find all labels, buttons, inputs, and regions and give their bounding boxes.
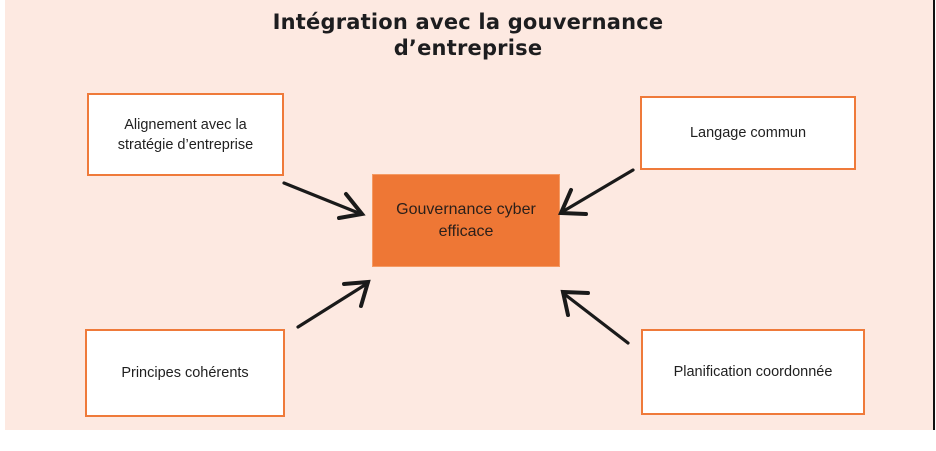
- node-label: Planification coordonnée: [673, 364, 833, 380]
- node-principes-coherents: Principes cohérents: [85, 329, 285, 417]
- node-alignement-strategie: Alignement avec la stratégie d’entrepris…: [87, 93, 284, 176]
- node-planification-coordonnee: Planification coordonnée: [641, 329, 865, 415]
- title-line-2: d’entreprise: [393, 36, 543, 60]
- node-label-line-2: stratégie d’entreprise: [117, 136, 254, 153]
- diagram-title: Intégration avec la gouvernance d’entrep…: [0, 9, 936, 61]
- arrow-icon-top-left: [282, 181, 366, 220]
- frame-edge: [933, 0, 935, 430]
- node-label-line-1: Alignement avec la: [124, 116, 247, 133]
- arrow-icon-bottom-left: [296, 279, 371, 329]
- node-label: Principes cohérents: [121, 365, 249, 381]
- central-node-label: Gouvernance cyber efficace: [396, 200, 536, 240]
- node-label: Langage commun: [689, 125, 807, 141]
- arrow-icon-top-right: [558, 168, 635, 216]
- central-node-gouvernance: Gouvernance cyber efficace: [372, 174, 560, 267]
- node-langage-commun: Langage commun: [640, 96, 856, 170]
- arrow-icon-bottom-right: [560, 289, 630, 345]
- title-line-1: Intégration avec la gouvernance: [272, 10, 664, 34]
